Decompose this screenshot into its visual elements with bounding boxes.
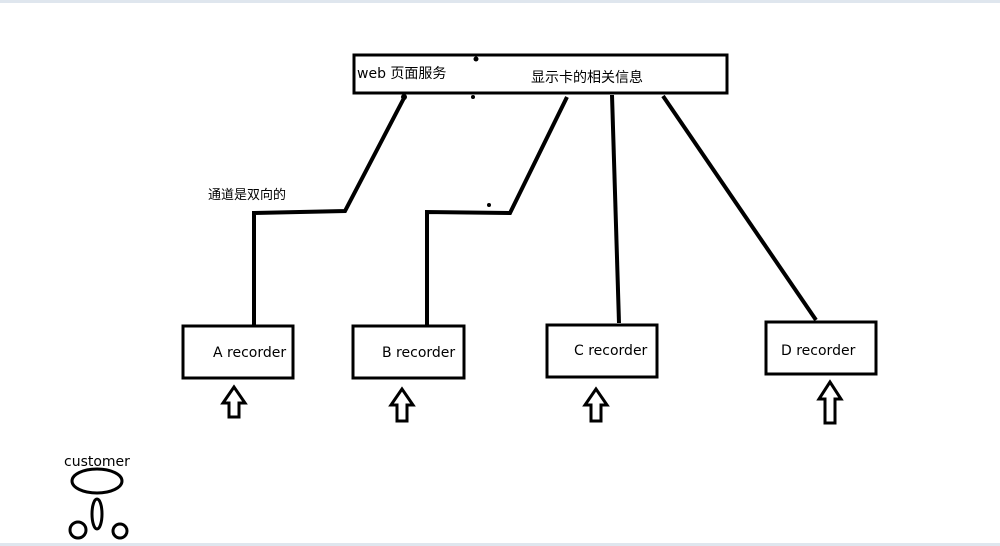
up-arrow-icon	[388, 386, 416, 423]
web-server-label: web 页面服务	[357, 66, 446, 82]
connection-line-a	[252, 97, 406, 325]
up-arrow-icon	[816, 379, 844, 425]
customer-head-icon	[70, 467, 124, 495]
recorder-c-node: C recorder	[545, 323, 659, 423]
recorder-a-box	[181, 324, 295, 380]
recorder-b-node: B recorder	[351, 324, 466, 423]
recorder-c-label: C recorder	[574, 343, 648, 359]
stray-dot	[487, 203, 491, 207]
customer-body-icon	[90, 497, 104, 531]
recorder-d-node: D recorder	[764, 320, 878, 425]
connector-dot	[471, 95, 475, 99]
recorder-a-node: A recorder	[181, 324, 295, 419]
recorder-b-label: B recorder	[382, 345, 455, 361]
customer-label: customer	[64, 454, 130, 470]
recorder-d-box	[764, 320, 878, 376]
customer-figure: customer	[64, 454, 130, 540]
web-server-box	[352, 53, 729, 95]
connection-line-d	[661, 94, 818, 322]
customer-foot-icon	[68, 520, 88, 540]
recorder-d-label: D recorder	[781, 343, 856, 359]
window-bottom-edge	[0, 543, 1000, 546]
channel-note: 通道是双向的	[208, 187, 286, 203]
up-arrow-icon	[220, 384, 248, 419]
display-card-info-label: 显示卡的相关信息	[531, 69, 643, 86]
recorder-c-box	[545, 323, 659, 379]
window-top-edge	[0, 0, 1000, 3]
web-server-node: web 页面服务 显示卡的相关信息	[352, 53, 729, 100]
customer-foot-icon	[111, 522, 129, 540]
connection-line-c	[610, 94, 621, 324]
stray-dot	[473, 56, 479, 62]
recorder-a-label: A recorder	[213, 345, 286, 361]
recorder-b-box	[351, 324, 466, 380]
connection-line-b	[425, 96, 569, 327]
up-arrow-icon	[582, 386, 610, 423]
